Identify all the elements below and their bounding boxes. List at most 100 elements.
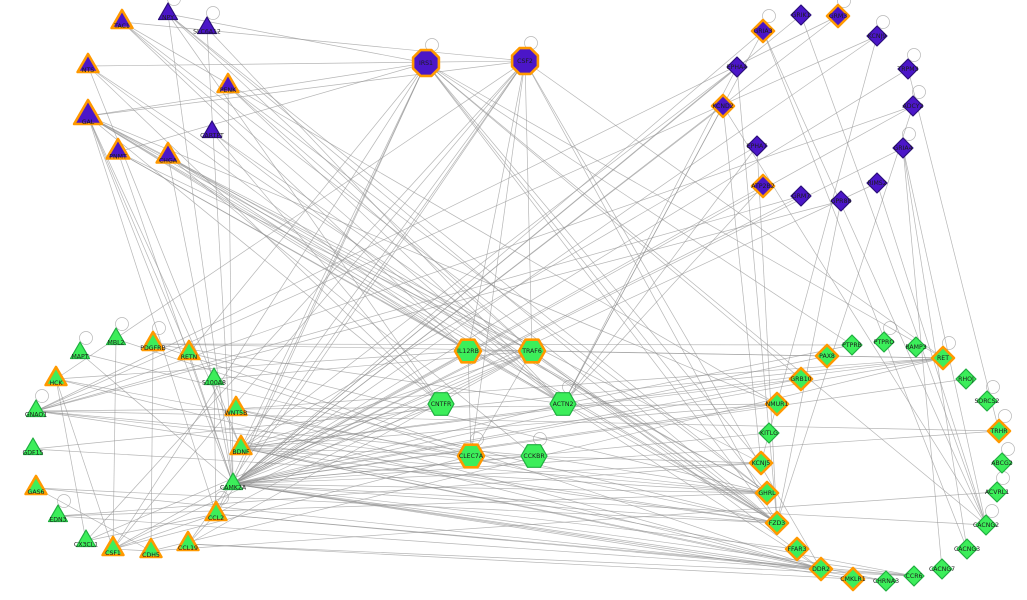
- node-TRHR[interactable]: TRHR: [986, 418, 1012, 444]
- self-loop-KCNJ9: [876, 15, 890, 29]
- node-PTPRB[interactable]: PTPRB: [841, 334, 863, 356]
- node-CSF2[interactable]: CSF2: [510, 46, 540, 76]
- self-loop-ADCY2: [912, 85, 926, 99]
- node-GRIA3[interactable]: GRIA3: [750, 18, 776, 44]
- node-CNTFR[interactable]: CNTFR: [427, 392, 455, 416]
- node-CACNG3[interactable]: CACNG3: [954, 538, 980, 560]
- edge-TRPM3-TRHR: [907, 68, 1000, 432]
- node-TRPM3[interactable]: TRPM3: [896, 58, 919, 80]
- edge-GDF15-RET: [32, 357, 944, 450]
- node-CACNG2[interactable]: CACNG2: [973, 514, 999, 536]
- edge-CARTPT-FZD3: [211, 131, 778, 524]
- diamond-shape: [710, 93, 736, 119]
- node-ADCY2[interactable]: ADCY2: [902, 95, 924, 117]
- node-IL12RB[interactable]: IL12RB: [453, 338, 483, 364]
- node-KCNJ9[interactable]: KCNJ9: [866, 25, 888, 47]
- node-GRIA4[interactable]: GRIA4: [892, 137, 914, 159]
- node-PENK[interactable]: PENK: [216, 72, 240, 94]
- edge-KCNJ9-CAMK2A: [232, 35, 878, 485]
- edge-CAMK2A-KITLG: [232, 432, 770, 485]
- edge-GRM7-CAMK2A: [232, 195, 802, 485]
- node-NTS[interactable]: NTS: [76, 52, 100, 74]
- node-RIMS2[interactable]: RIMS2: [866, 172, 888, 194]
- edge-GPR88-FZD3: [776, 200, 842, 524]
- node-GAL[interactable]: GAL: [72, 98, 104, 126]
- edge-EPHA4-BDNF: [240, 66, 738, 449]
- node-GAS6[interactable]: GAS6: [24, 474, 48, 496]
- node-EPHA7[interactable]: EPHA7: [746, 135, 768, 157]
- node-ACTN2[interactable]: ACTN2: [549, 392, 577, 416]
- edge-GAS6-FZD3: [35, 487, 778, 524]
- node-CARTPT[interactable]: CARTPT: [200, 120, 224, 140]
- node-KCND2[interactable]: KCND2: [710, 93, 736, 119]
- edge-EPHA7-ACTN2: [562, 145, 758, 405]
- edge-GAL-BDNF: [87, 115, 242, 449]
- node-CLEC7A[interactable]: CLEC7A: [456, 443, 486, 469]
- hexagon-shape: [517, 338, 547, 364]
- node-RHOJ[interactable]: RHOJ: [955, 368, 977, 390]
- diamond-shape: [825, 3, 851, 29]
- node-TRAF6[interactable]: TRAF6: [517, 338, 547, 364]
- edge-CCL2-DDR2: [215, 513, 822, 570]
- edge-CAMK2A-GHRL: [232, 483, 768, 494]
- triangle-shape: [22, 437, 44, 456]
- edge-PNMT-CAMK2A: [117, 151, 234, 485]
- diamond-shape: [784, 536, 810, 562]
- edge-NPY-CAMK2A: [167, 13, 234, 485]
- edge-GAL-ACTN2: [87, 115, 564, 405]
- node-ACVRL1[interactable]: ACVRL1: [985, 481, 1009, 503]
- diamond-shape: [830, 190, 852, 212]
- edge-IRS1-FZD3: [425, 62, 778, 524]
- node-ABCG2[interactable]: ABCG2: [991, 452, 1013, 474]
- edge-GAL-CCL2: [87, 115, 217, 515]
- node-SORCS2[interactable]: SORCS2: [975, 390, 1000, 412]
- edge-IRS1-GHRL: [425, 62, 768, 494]
- edge-NPY-IRS1: [167, 13, 427, 64]
- triangle-shape: [177, 339, 201, 361]
- node-KCNJ5[interactable]: KCNJ5: [748, 450, 774, 476]
- edge-CAMK2A-CHRNA3: [232, 483, 887, 582]
- node-BDNF[interactable]: BDNF: [229, 434, 253, 456]
- edge-CAMK2A-KCNJ5: [232, 462, 762, 485]
- edge-CAMK2A-PAX8: [232, 355, 828, 485]
- edge-CSF1-CCL2: [112, 513, 217, 550]
- node-PTPRO[interactable]: PTPRO: [873, 331, 895, 353]
- node-FZD3[interactable]: FZD3: [764, 510, 790, 536]
- node-IRS1[interactable]: IRS1: [411, 48, 441, 78]
- diamond-shape: [986, 481, 1008, 503]
- edges-layer: [32, 13, 1000, 582]
- node-CCR6[interactable]: CCR6: [903, 565, 925, 587]
- hexagon-shape: [453, 338, 483, 364]
- edge-TAC1-CSF2: [121, 21, 526, 62]
- self-loop-GRIA4: [902, 127, 916, 141]
- edge-CSF2-CSF1: [112, 60, 526, 550]
- node-CACNG7[interactable]: CACNG7: [929, 558, 955, 580]
- edge-IRS1-CCL2: [215, 62, 427, 515]
- node-GRM3[interactable]: GRM3: [825, 3, 851, 29]
- node-CCKBR[interactable]: CCKBR: [520, 444, 548, 468]
- triangle-shape: [176, 530, 200, 552]
- node-GRIK1[interactable]: GRIK1: [790, 4, 812, 26]
- edge-WNT5B-DDR2: [235, 408, 822, 570]
- triangle-shape: [76, 52, 100, 74]
- triangle-shape: [222, 472, 244, 491]
- node-CCL2[interactable]: CCL2: [204, 500, 228, 522]
- edge-IRS1-GRB10: [425, 62, 802, 380]
- self-loop-ABCG2: [1001, 442, 1015, 456]
- node-TAC1[interactable]: TAC1: [110, 8, 134, 30]
- node-CCL19[interactable]: CCL19: [176, 530, 200, 552]
- edge-EDN3-KCNJ5: [57, 462, 762, 517]
- edge-GNAO1-FZD3: [35, 410, 778, 524]
- triangle-shape: [141, 330, 165, 352]
- node-GDF15[interactable]: GDF15: [22, 437, 44, 457]
- node-PDGFRB[interactable]: PDGFRB: [140, 330, 166, 352]
- edge-BDNF-RET: [240, 357, 944, 449]
- node-HCK[interactable]: HCK: [44, 365, 68, 387]
- edge-EPHA7-BDNF: [240, 145, 758, 449]
- edge-NPY-TRAF6: [167, 13, 533, 352]
- edge-PENK-GHRL: [227, 85, 768, 494]
- edge-PDGFRB-PTPRB: [152, 343, 853, 346]
- triangle-shape: [196, 16, 218, 35]
- edge-BDNF-CHRNA3: [240, 447, 887, 582]
- triangle-shape: [157, 2, 179, 21]
